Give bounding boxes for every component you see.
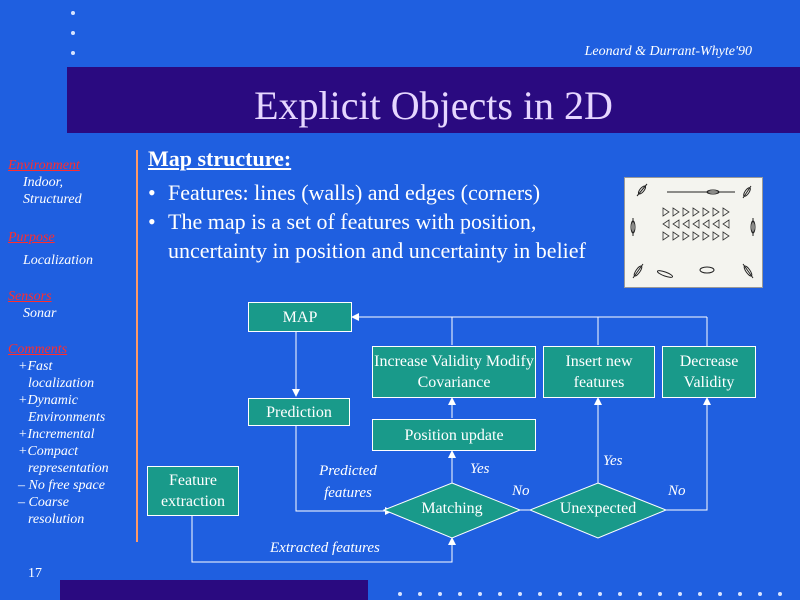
sidebar-text: – No free space [18, 478, 105, 493]
bullet-item: • Features: lines (walls) and edges (cor… [148, 178, 628, 207]
decor-dot [698, 592, 702, 596]
decor-dot [578, 592, 582, 596]
decor-dot [598, 592, 602, 596]
no-label: No [668, 483, 686, 499]
page-title: Explicit Objects in 2D [254, 83, 613, 128]
bullet-text: Features: lines (walls) and edges (corne… [168, 180, 541, 205]
yes-label: Yes [603, 453, 623, 469]
map-box: MAP [248, 302, 352, 332]
decor-dot [518, 592, 522, 596]
page-number: 17 [28, 566, 42, 581]
sidebar-text: – Coarse [18, 495, 69, 510]
sidebar-heading-sensors: Sensors [8, 289, 52, 304]
decrease-validity-box: Decrease Validity [662, 346, 756, 398]
citation: Leonard & Durrant-Whyte'90 [584, 44, 752, 59]
decor-dot [71, 51, 75, 55]
decor-dot [438, 592, 442, 596]
sidebar-text: localization [28, 376, 95, 391]
feature-extraction-box: Feature extraction [147, 466, 239, 516]
decor-dot [738, 592, 742, 596]
unexpected-diamond [528, 482, 668, 539]
sidebar-text: Indoor, [23, 175, 64, 190]
bullet-icon: • [148, 209, 156, 234]
unexpected-label: Unexpected [559, 500, 637, 517]
insert-new-features-box: Insert new features [543, 346, 655, 398]
decor-dot [538, 592, 542, 596]
decor-dot [398, 592, 402, 596]
predicted-features-label: Predicted features [319, 463, 377, 501]
extracted-features-label: Extracted features [270, 540, 380, 556]
sidebar-text: Sonar [23, 306, 57, 321]
sidebar-text: Environments [28, 410, 106, 425]
decor-dot [718, 592, 722, 596]
decor-dot [618, 592, 622, 596]
bullet-item: • The map is a set of features with posi… [148, 207, 628, 265]
yes-label: Yes [470, 461, 490, 477]
sidebar-text: Localization [23, 253, 94, 268]
bullet-text: The map is a set of features with positi… [168, 209, 586, 263]
sidebar: Environment Indoor, Structured Purpose L… [8, 158, 133, 528]
no-label: No [512, 483, 530, 499]
sonar-map-figure [630, 183, 756, 279]
footer-bar [60, 580, 368, 600]
decor-dot [758, 592, 762, 596]
decor-dot [71, 31, 75, 35]
sidebar-text: +Compact [18, 444, 78, 459]
sidebar-text: +Incremental [18, 427, 95, 442]
sonar-map-image [624, 177, 763, 288]
bullet-list: • Features: lines (walls) and edges (cor… [148, 178, 628, 265]
position-update-box: Position update [372, 419, 536, 451]
sidebar-text: +Fast [18, 359, 53, 374]
sidebar-text: resolution [28, 512, 85, 527]
sidebar-text: +Dynamic [18, 393, 78, 408]
sidebar-text: representation [28, 461, 109, 476]
prediction-box: Prediction [248, 398, 350, 426]
decor-dot [778, 592, 782, 596]
sidebar-text: Structured [23, 192, 82, 207]
decor-dot [638, 592, 642, 596]
matching-diamond [382, 482, 522, 539]
matching-label: Matching [421, 500, 483, 517]
increase-validity-box: Increase Validity Modify Covariance [372, 346, 536, 398]
bullet-icon: • [148, 180, 156, 205]
sidebar-heading-environment: Environment [8, 158, 80, 173]
sidebar-divider [136, 150, 138, 542]
title-bar [67, 67, 800, 133]
decor-dot [658, 592, 662, 596]
decor-dot [418, 592, 422, 596]
sidebar-heading-comments: Comments [8, 342, 68, 357]
decor-dot [71, 11, 75, 15]
map-structure-heading: Map structure: [148, 146, 292, 171]
sidebar-heading-purpose: Purpose [8, 230, 55, 245]
decor-dot [498, 592, 502, 596]
decor-dot [478, 592, 482, 596]
decor-dot [678, 592, 682, 596]
decor-dot [558, 592, 562, 596]
decor-dot [458, 592, 462, 596]
